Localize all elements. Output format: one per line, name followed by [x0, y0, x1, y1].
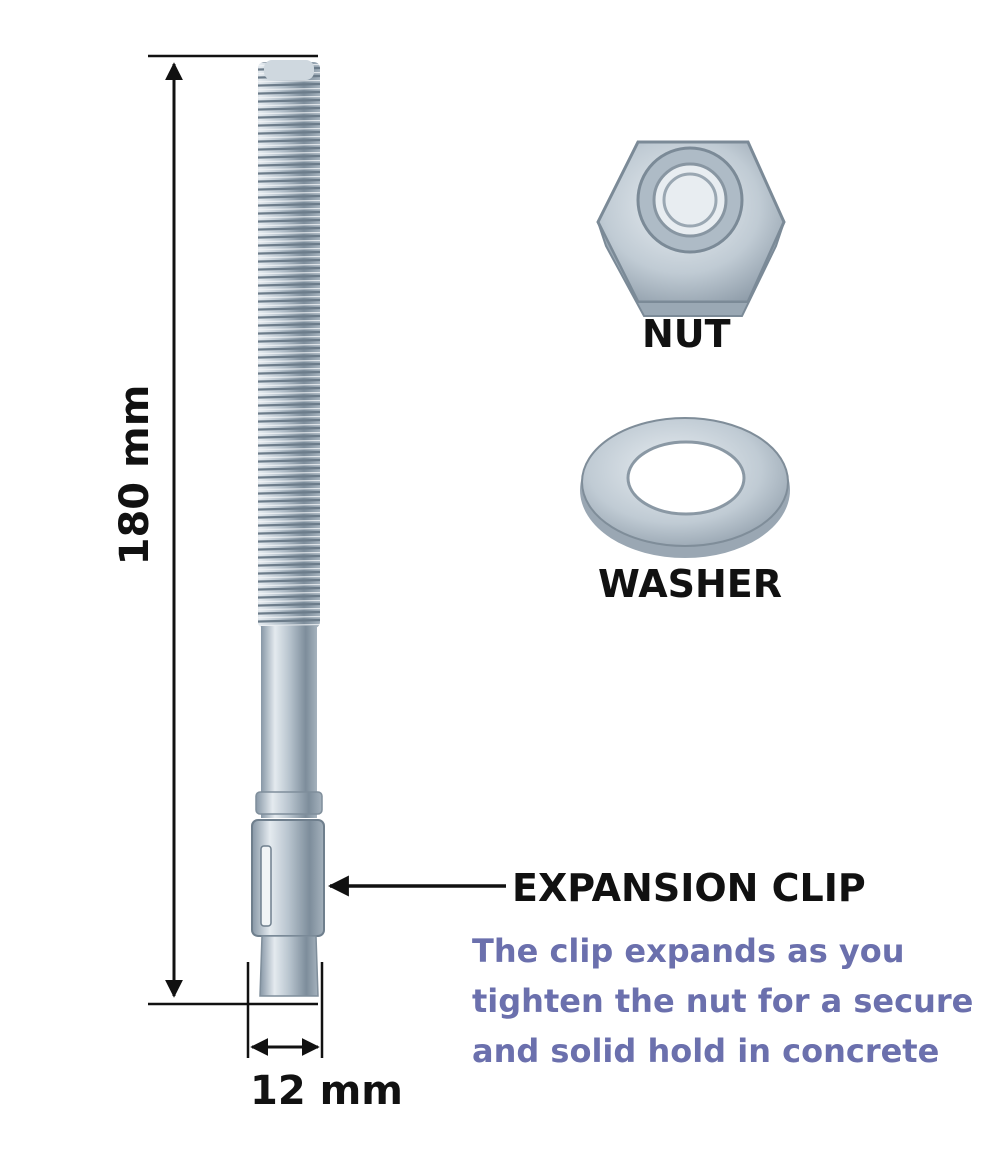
length-label: 180 mm — [112, 384, 158, 566]
length-dimension — [148, 54, 318, 1006]
bolt-cone-end — [259, 935, 319, 997]
nut-label: NUT — [642, 312, 731, 356]
anchor-bolt — [251, 60, 325, 997]
description-line: and solid hold in concrete — [472, 1032, 940, 1070]
bolt-collar — [255, 791, 323, 815]
washer-label: WASHER — [598, 562, 783, 606]
bolt-threaded-section — [258, 62, 320, 628]
diameter-dimension — [246, 962, 324, 1058]
nut-image — [596, 140, 786, 317]
diameter-label: 12 mm — [250, 1068, 403, 1114]
description-line: tighten the nut for a secure — [472, 982, 974, 1020]
bolt-tip — [264, 60, 314, 80]
washer-image — [580, 417, 790, 558]
description-line: The clip expands as you — [472, 932, 905, 970]
expansion-clip-description: The clip expands as you tighten the nut … — [472, 926, 974, 1076]
expansion-clip-title: EXPANSION CLIP — [512, 866, 866, 910]
expansion-clip-slot — [260, 845, 272, 927]
bolt-smooth-shank — [261, 626, 317, 818]
